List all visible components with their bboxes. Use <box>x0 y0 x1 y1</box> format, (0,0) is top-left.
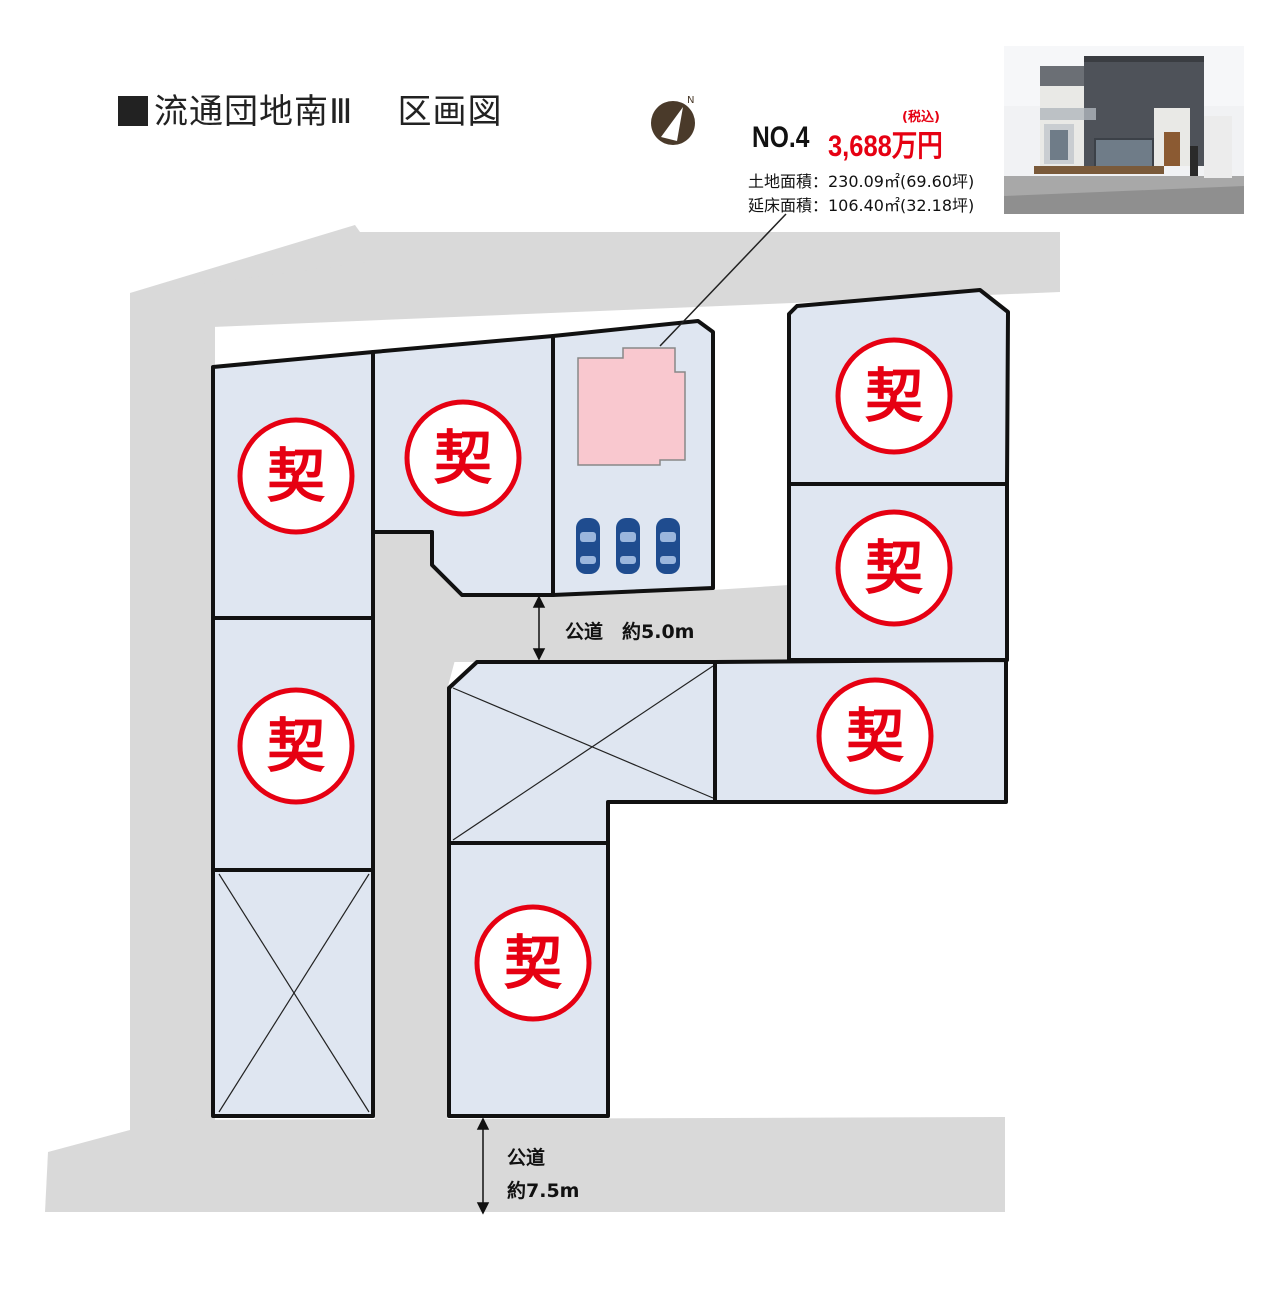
south-road-label-line1: 公道 <box>507 1147 546 1169</box>
dimension-arrows <box>476 595 546 1215</box>
car-icon <box>656 518 680 574</box>
leader-line <box>659 213 787 347</box>
lot-price: 3,688万円 <box>828 130 943 163</box>
land-area: 土地面積：230.09㎡(69.60坪) <box>748 172 975 191</box>
south-road <box>45 1117 1005 1212</box>
arrow-head <box>532 648 546 661</box>
sold-stamps: 契 契 契 契 契 契 契 <box>237 337 953 1022</box>
house-photo <box>1004 46 1244 214</box>
title-square-bullet <box>118 96 148 126</box>
sold-stamp-char: 契 <box>865 362 923 430</box>
sold-stamp-char: 契 <box>267 442 325 510</box>
title-main: 流通団地南Ⅲ <box>154 92 354 132</box>
sold-stamp: 契 <box>404 399 522 517</box>
car-icon <box>616 518 640 574</box>
cross-line <box>452 687 714 799</box>
sold-stamp: 契 <box>835 337 953 455</box>
sold-stamp-char: 契 <box>504 929 562 997</box>
sold-stamp-char: 契 <box>865 534 923 602</box>
open-space-cross-marks <box>218 665 714 1113</box>
cross-line <box>218 873 370 1113</box>
inner-road-horizontal <box>375 592 790 662</box>
lot-number: NO.4 <box>752 121 810 154</box>
lot-h <box>211 868 375 1118</box>
south-road-label-line2: 約7.5m <box>507 1180 580 1202</box>
parking-cars <box>576 518 680 574</box>
sold-stamp-char: 契 <box>267 712 325 780</box>
sold-stamp: 契 <box>474 904 592 1022</box>
arrow-head <box>476 1117 490 1130</box>
west-road <box>130 293 215 1153</box>
car-icon <box>576 518 600 574</box>
arrow-head <box>532 595 546 608</box>
north-road-shoulder <box>130 232 1060 330</box>
cross-line <box>452 665 714 841</box>
arrow-head <box>476 1202 490 1215</box>
sold-stamp: 契 <box>237 687 355 805</box>
svg-text:N: N <box>687 95 694 106</box>
sold-stamp: 契 <box>237 417 355 535</box>
floor-area: 延床面積：106.40㎡(32.18坪) <box>748 196 975 215</box>
house-footprint <box>577 347 686 466</box>
road-area <box>45 225 1060 1212</box>
tax-note: (税込) <box>902 110 940 125</box>
title-sub: 区画図 <box>397 92 503 132</box>
sold-stamp-char: 契 <box>434 424 492 492</box>
inner-road-label: 公道 約5.0m <box>565 621 695 643</box>
page-title: 流通団地南Ⅲ 区画図 <box>118 84 502 133</box>
sold-stamp-char: 契 <box>846 702 904 770</box>
sold-stamp: 契 <box>816 677 934 795</box>
north-compass-icon: N <box>651 95 695 145</box>
sold-stamp: 契 <box>835 509 953 627</box>
south-road-label: 公道 約7.5m <box>507 1142 579 1208</box>
